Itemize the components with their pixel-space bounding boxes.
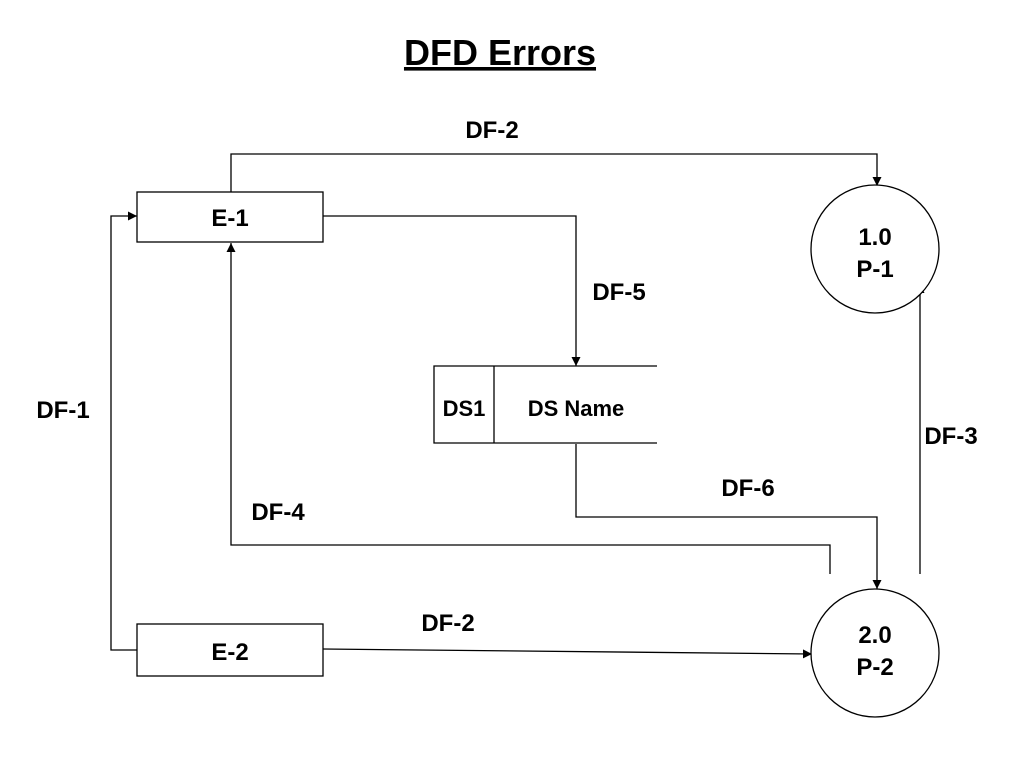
data-store-outline xyxy=(433,365,657,444)
data-store-name: DS Name xyxy=(528,396,625,421)
data-store-id: DS1 xyxy=(443,396,486,421)
flow-df4 xyxy=(226,243,831,574)
entity-e2-label: E-2 xyxy=(211,639,248,666)
entity-e1-box xyxy=(136,191,324,243)
flow-df2-top xyxy=(230,153,882,192)
flow-label-df2-bottom: DF-2 xyxy=(421,610,474,637)
process-p1-circle xyxy=(810,184,940,314)
flow-label-df4: DF-4 xyxy=(251,499,305,526)
flow-df1 xyxy=(110,211,137,651)
data-store: DS1 DS Name xyxy=(433,365,657,444)
process-p2-number: 2.0 xyxy=(858,622,891,649)
flow-label-df3: DF-3 xyxy=(924,423,977,450)
flow-label-df1: DF-1 xyxy=(36,397,89,424)
flow-df5 xyxy=(323,215,581,366)
flow-label-df6: DF-6 xyxy=(721,475,774,502)
diagram-title: DFD Errors xyxy=(404,32,596,73)
flow-df2-bottom xyxy=(322,648,813,659)
process-p2-name: P-2 xyxy=(856,654,893,681)
entity-e2-box xyxy=(136,623,324,677)
flow-df6 xyxy=(575,444,882,589)
process-p2-circle xyxy=(810,588,940,718)
flow-label-df2-top: DF-2 xyxy=(465,117,518,144)
entity-e1-label: E-1 xyxy=(211,205,248,232)
flow-label-df5: DF-5 xyxy=(592,279,645,306)
process-p1-number: 1.0 xyxy=(858,224,891,251)
process-p1-name: P-1 xyxy=(856,256,893,283)
